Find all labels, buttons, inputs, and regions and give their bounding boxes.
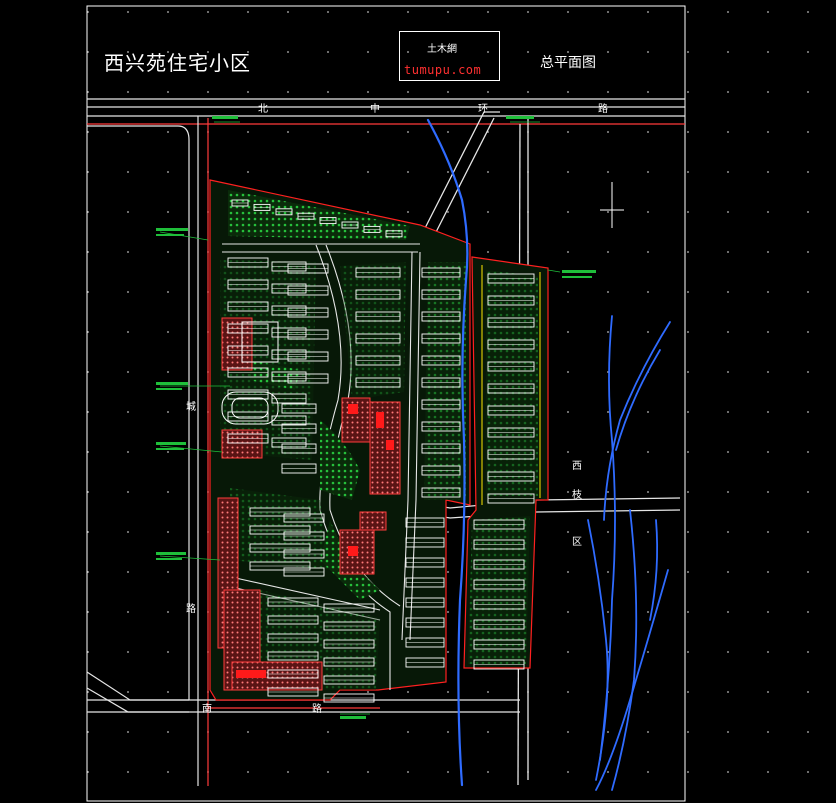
north-road-label-2: 中: [370, 104, 380, 115]
south-road-label-2: 路: [312, 704, 322, 715]
east-strip-yellow-edge: [481, 265, 541, 505]
west-road-label-1: 城: [186, 402, 196, 413]
green-spaces: [220, 190, 538, 690]
east-area-label-3: 区: [572, 537, 582, 548]
sheet-grid: [686, 6, 836, 801]
north-arrow-icon: [600, 182, 624, 228]
residential-buildings: [227, 199, 535, 703]
east-area-label-1: 西: [572, 461, 582, 472]
north-road: [87, 98, 685, 125]
north-road-label-3: 环: [478, 104, 488, 115]
north-road-label-1: 北: [258, 104, 268, 115]
sports-field: [221, 391, 279, 425]
north-road-label-4: 路: [598, 104, 608, 115]
west-road-label-2: 路: [186, 604, 196, 615]
stamp-name: 土木網: [427, 44, 457, 55]
east-area-label-2: 枝: [572, 490, 582, 501]
river: [426, 118, 469, 787]
south-road-label-1: 南: [202, 704, 212, 715]
site-title: 西兴苑住宅小区: [104, 51, 251, 75]
watermark-stamp: [399, 31, 500, 81]
canals: [587, 315, 671, 791]
callout-texts: [156, 116, 596, 719]
callout-leaders: [159, 121, 561, 715]
sheet-title: 总平面图: [540, 55, 596, 71]
stamp-url: tumupu.com: [404, 63, 482, 77]
public-building-red-accents: [236, 404, 394, 678]
